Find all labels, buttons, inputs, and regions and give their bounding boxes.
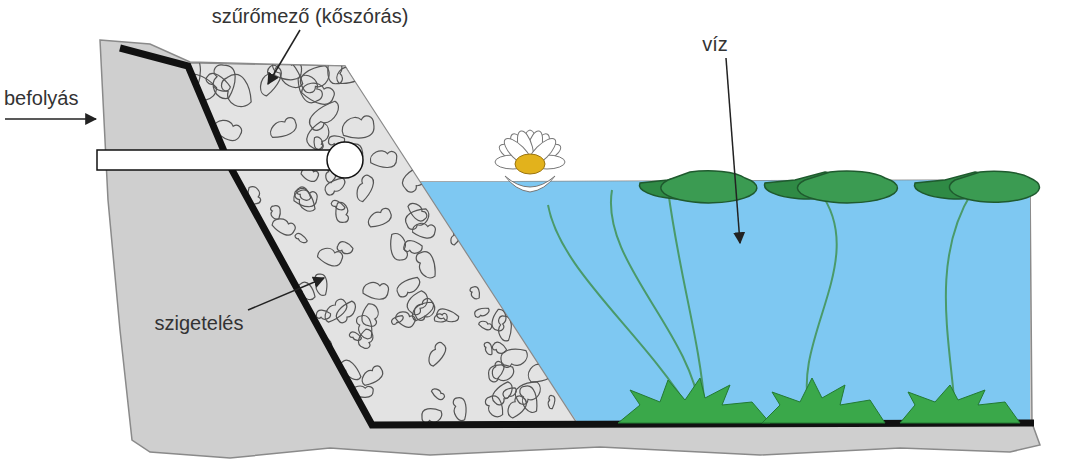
stone xyxy=(491,309,507,332)
stone xyxy=(336,240,354,255)
bottom-plants xyxy=(618,378,1020,423)
water-lily xyxy=(495,129,565,192)
stone xyxy=(414,249,440,281)
stone xyxy=(525,357,558,386)
stone xyxy=(518,384,541,415)
stone xyxy=(295,185,313,203)
stone xyxy=(505,394,530,421)
inflow-pipe xyxy=(97,150,332,170)
stone xyxy=(370,151,397,168)
stone xyxy=(355,314,375,341)
insulation-label: szigetelés xyxy=(155,312,244,335)
stone xyxy=(293,71,325,106)
stone xyxy=(387,231,409,262)
stone xyxy=(330,199,346,212)
stone xyxy=(491,340,508,355)
leader-lines xyxy=(5,30,740,310)
petal xyxy=(505,176,555,192)
stone xyxy=(478,320,493,331)
flower-center xyxy=(515,154,545,174)
stone xyxy=(300,80,336,107)
stone xyxy=(340,114,376,142)
lily-pads xyxy=(640,171,1040,203)
stone xyxy=(307,387,322,397)
stone xyxy=(270,205,282,220)
stone xyxy=(304,119,333,152)
stone xyxy=(487,362,515,383)
stone xyxy=(334,201,350,223)
stone xyxy=(498,315,513,341)
stone xyxy=(357,328,375,350)
stone xyxy=(452,397,468,422)
stone xyxy=(267,115,299,141)
stone xyxy=(399,162,431,195)
stone xyxy=(402,205,432,232)
stone xyxy=(292,185,318,214)
stone xyxy=(270,216,296,237)
stone xyxy=(403,240,423,255)
ground xyxy=(100,40,1040,458)
lily-stems xyxy=(548,190,972,410)
stone xyxy=(436,307,460,323)
stones xyxy=(179,53,558,424)
stone xyxy=(294,232,308,244)
insulation-layer xyxy=(120,48,1034,425)
stone xyxy=(483,393,506,419)
stone xyxy=(390,314,404,326)
stone xyxy=(316,246,344,268)
stone xyxy=(430,387,446,401)
inflow-label: befolyás xyxy=(4,87,79,110)
stone xyxy=(213,65,235,99)
filter-field-label: szűrőmező (kőszórás) xyxy=(212,5,409,28)
stone xyxy=(333,298,358,325)
stone xyxy=(491,360,506,380)
stone xyxy=(314,273,329,296)
stone xyxy=(316,310,331,320)
stone xyxy=(365,206,394,231)
stone xyxy=(394,274,423,299)
stone xyxy=(362,282,388,300)
stone xyxy=(361,303,379,327)
water-label: víz xyxy=(702,33,728,56)
stone xyxy=(412,223,436,239)
stone xyxy=(548,395,555,409)
stone xyxy=(405,200,429,223)
filter-field xyxy=(188,63,578,425)
stone xyxy=(426,341,448,368)
stone xyxy=(354,174,376,203)
stone xyxy=(469,285,482,300)
pipe-outlet xyxy=(327,142,363,178)
stone xyxy=(394,309,417,329)
stone xyxy=(359,364,386,389)
stone xyxy=(483,341,494,355)
stone xyxy=(218,70,258,112)
stone xyxy=(449,231,461,246)
stone xyxy=(474,306,491,318)
stone xyxy=(334,61,366,88)
